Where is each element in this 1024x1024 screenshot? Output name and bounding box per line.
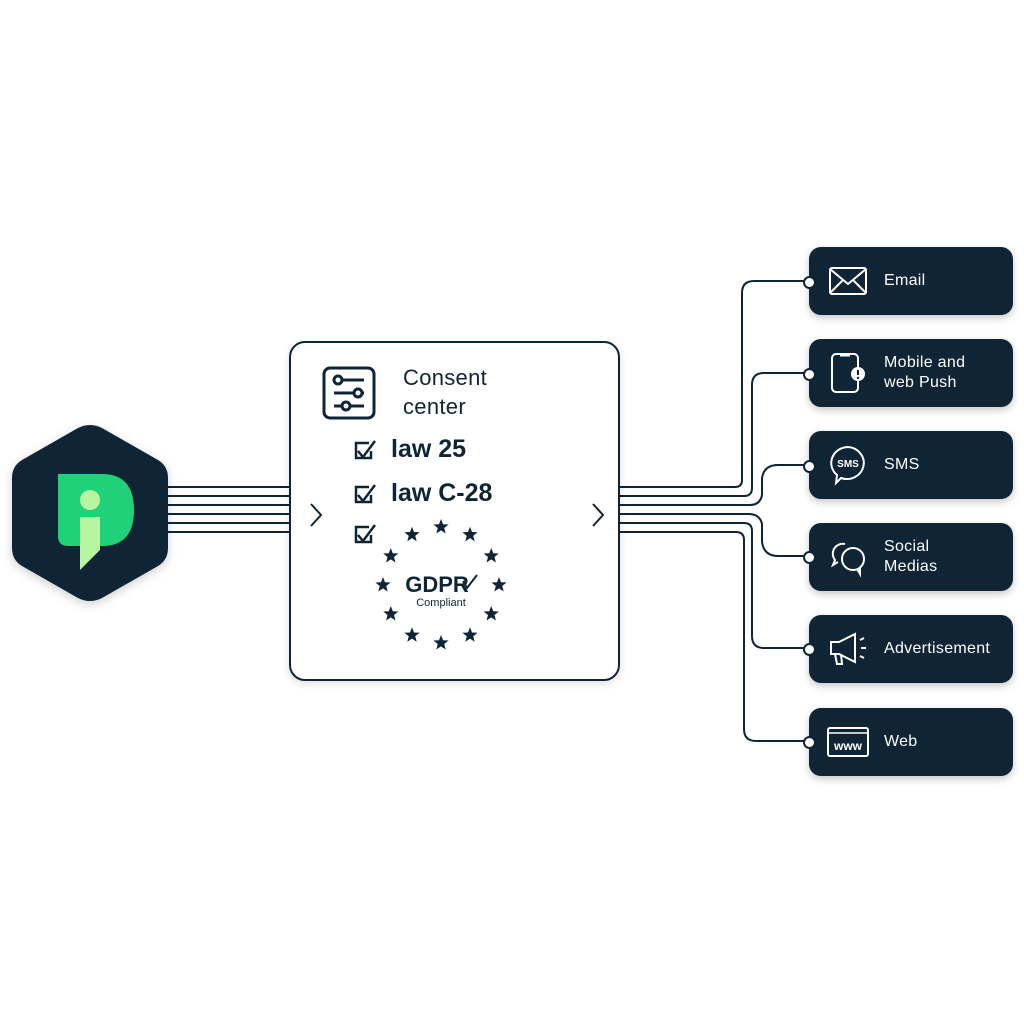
wire-ads [620,522,809,649]
law-label: law 25 [391,435,467,463]
channel-email[interactable]: Email [809,247,1013,315]
star-icon [433,519,449,534]
channel-label-line-2: web Push [884,374,957,391]
channel-label-line-1: Social [884,538,930,555]
wire-social [620,513,809,557]
channel-label: Web [884,733,918,750]
channel-label-line-2: Medias [884,558,938,575]
consent-center-title: Consent center [403,363,487,421]
title-line-2: center [403,394,466,419]
channel-label: Mobile and web Push [884,353,965,393]
star-icon [462,526,478,542]
gdpr-check-icon [462,574,478,590]
chat-bubbles-icon [830,542,865,578]
title-line-1: Consent [403,365,488,390]
connector-dot [803,643,816,656]
checkbox-checked-icon [354,483,376,503]
gdpr-title: GDPR [405,572,469,597]
envelope-icon [829,267,867,295]
law-label: law C-28 [391,479,493,507]
law-item-law-c-28: law C-28 [353,479,492,508]
mobile-alert-icon [831,353,865,393]
eu-stars-ring [375,519,507,650]
channel-social-medias[interactable]: Social Medias [809,523,1013,591]
sliders-icon [322,366,376,420]
channel-label: Social Medias [884,537,937,577]
wire-push [620,372,809,497]
svg-text:www: www [833,739,863,753]
chevron-right-icon [592,503,605,527]
star-icon [433,635,449,650]
www-browser-icon: www [827,727,869,757]
gdpr-subtitle: Compliant [416,597,466,609]
star-icon [483,606,499,621]
megaphone-icon [830,632,866,665]
channel-sms[interactable]: SMS SMS [809,431,1013,499]
star-icon [383,606,399,621]
channel-mobile-web-push[interactable]: Mobile and web Push [809,339,1013,407]
connector-dot [803,551,816,564]
channel-web[interactable]: www Web [809,708,1013,776]
speech-bubble-i-logo-icon [58,474,134,570]
wire-web [620,531,809,742]
star-icon [491,577,507,592]
chevron-right-icon [310,503,323,527]
channel-advertisement[interactable]: Advertisement [809,615,1013,683]
star-icon [462,627,478,642]
star-icon [483,548,499,563]
wire-email [620,280,809,488]
channel-label: SMS [884,456,920,473]
logo [12,425,168,601]
law-item-law-25: law 25 [353,435,466,464]
svg-text:SMS: SMS [837,459,859,470]
connector-dot [803,736,816,749]
sms-bubble-icon: SMS [830,445,865,486]
law-item-gdpr [353,523,391,545]
channel-label: Advertisement [884,640,991,657]
connector-dot [803,368,816,381]
connector-dot [803,460,816,473]
star-icon [375,577,391,592]
checkbox-checked-icon [354,439,376,459]
channel-label-line-1: Mobile and [884,354,966,371]
star-icon [383,548,399,563]
star-icon [404,627,420,642]
channel-label: Email [884,272,926,289]
gdpr-compliant-badge: GDPR Compliant [375,519,507,650]
consent-center-card: Consent center law 25 law C-28 GDPR Comp… [289,341,620,681]
star-icon [404,526,420,542]
connector-dot [803,276,816,289]
wire-sms [620,464,809,506]
checkbox-checked-icon [354,524,376,544]
